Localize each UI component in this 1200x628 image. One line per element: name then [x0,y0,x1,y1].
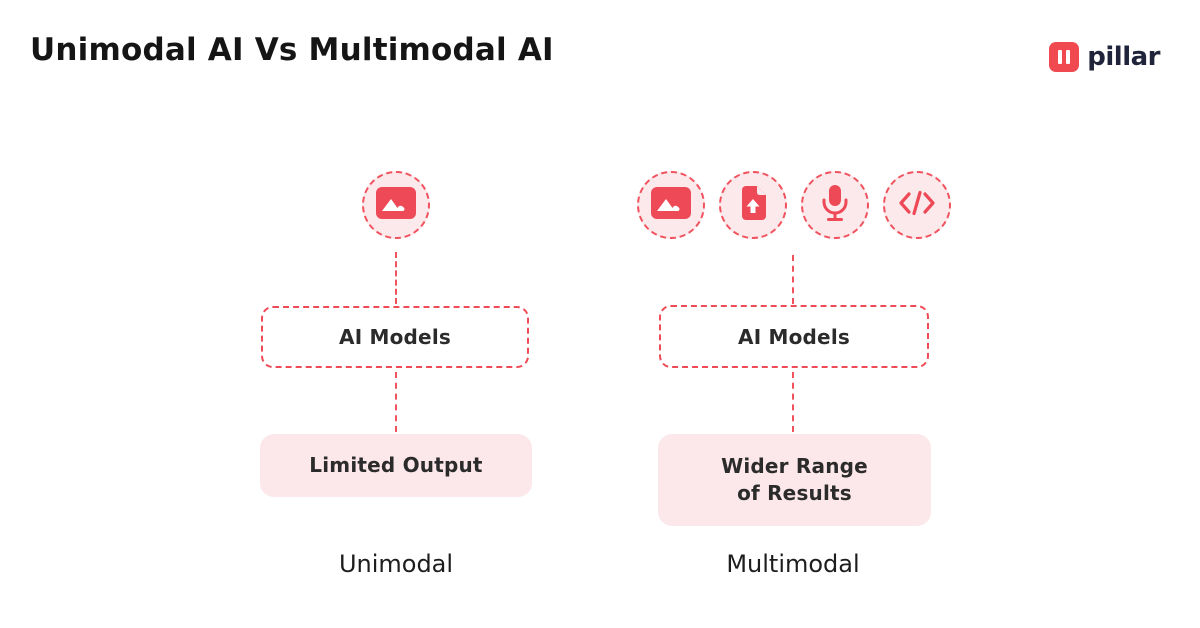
pillar-logo: pillar [1049,42,1160,72]
connector-line [395,372,397,432]
multimodal-input-file [719,171,787,239]
unimodal-output-label: Limited Output [309,453,483,477]
page-title: Unimodal AI Vs Multimodal AI [30,32,554,68]
unimodal-input-image [362,171,430,239]
multimodal-input-audio [801,171,869,239]
unimodal-ai-models-label: AI Models [339,325,451,349]
multimodal-ai-models-label: AI Models [738,324,850,349]
pillar-logo-icon [1049,42,1080,72]
multimodal-output-line2: of Results [737,481,852,505]
file-upload-icon [739,185,767,225]
unimodal-output-box: Limited Output [260,434,532,497]
image-icon [376,187,416,223]
multimodal-input-code [883,171,951,239]
multimodal-ai-models-box: AI Models [659,305,929,368]
unimodal-ai-models-box: AI Models [261,306,529,368]
connector-line [395,252,397,304]
image-icon [651,187,691,223]
code-icon [897,189,937,221]
connector-line [792,255,794,304]
multimodal-caption: Multimodal [726,550,860,578]
pillar-logo-wordmark: pillar [1087,42,1160,72]
multimodal-output-line1: Wider Range [721,454,868,478]
multimodal-input-image [637,171,705,239]
unimodal-caption: Unimodal [338,550,454,578]
connector-line [792,372,794,432]
microphone-icon [820,183,850,227]
multimodal-output-box: Wider Range of Results [658,434,931,526]
